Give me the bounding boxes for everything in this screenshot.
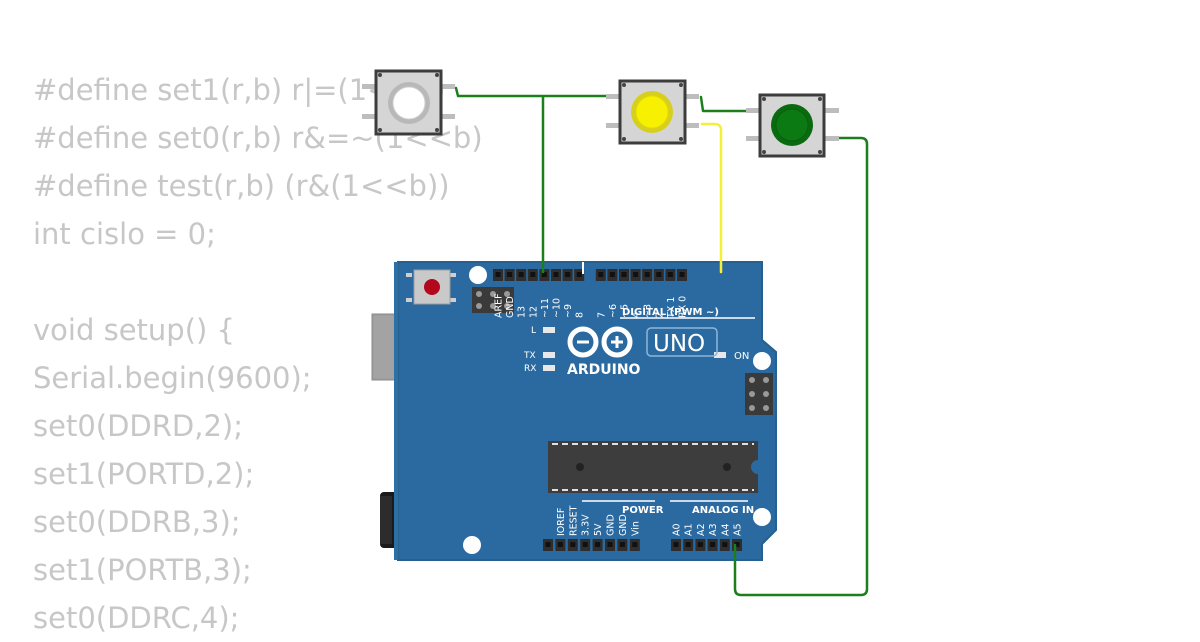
code-line: void setup() { xyxy=(33,313,235,347)
icsp-header-top xyxy=(472,287,514,313)
yellow-button-cap xyxy=(635,95,669,129)
white-pushbutton[interactable] xyxy=(362,69,455,136)
wire-yellow-button-to-green-button xyxy=(699,95,748,113)
onboard-leds: L TX RX ON xyxy=(523,326,749,374)
code-line: set1(PORTB,3); xyxy=(33,553,252,587)
pin-label: RESET xyxy=(568,505,579,536)
arduino-brand-label: ARDUINO xyxy=(567,362,641,378)
pin-label: 3.3V xyxy=(581,514,592,536)
power-section-label: POWER xyxy=(622,505,664,516)
wire-yellow-button-to-pin2 xyxy=(700,122,723,274)
led-tx-label: TX xyxy=(523,351,536,361)
pin-label: ~11 xyxy=(540,298,551,318)
pin-label: 8 xyxy=(575,312,586,318)
code-line: Serial.begin(9600); xyxy=(33,361,312,395)
pin-label: GND xyxy=(606,514,617,536)
code-listing: #define set1(r,b) r|=(1<<b)#define set0(… xyxy=(33,66,483,642)
pin-label: IOREF xyxy=(556,508,567,536)
pin-label: ~3 xyxy=(643,304,654,318)
wires[interactable] xyxy=(454,86,869,597)
pin-label: TX 1 xyxy=(666,297,677,319)
pin-label: A2 xyxy=(696,523,707,536)
on-led-label: ON xyxy=(734,351,749,362)
digital-header[interactable] xyxy=(493,269,687,281)
analog-section-label: ANALOG IN xyxy=(692,505,754,516)
pin-label: A3 xyxy=(708,523,719,536)
icsp-header-right xyxy=(745,373,773,415)
pin-label: 13 xyxy=(517,306,528,318)
green-button-cap xyxy=(775,108,809,142)
reset-button[interactable] xyxy=(406,269,456,305)
white-button-cap xyxy=(392,86,426,120)
yellow-pushbutton[interactable] xyxy=(606,79,699,145)
pin-label: 4 xyxy=(631,312,642,318)
pin-label: 5V xyxy=(593,523,604,536)
code-line: #define set0(r,b) r&=~(1<<b) xyxy=(33,121,483,155)
pin-label: ~6 xyxy=(608,304,619,318)
code-line: set0(DDRC,4); xyxy=(33,601,240,635)
pin-label: AREF xyxy=(494,293,505,318)
pin-label: ~5 xyxy=(620,304,631,318)
pin-label: 7 xyxy=(596,312,607,318)
wire-green-button-to-a4 xyxy=(733,136,869,597)
code-line: #define test(r,b) (r&(1<<b)) xyxy=(33,169,450,203)
code-line: int cislo = 0; xyxy=(33,217,216,251)
pin-label: 2 xyxy=(654,312,665,318)
pin-label: A4 xyxy=(720,523,731,536)
pin-label: GND xyxy=(505,296,516,318)
pin-label: RX 0 xyxy=(678,296,689,318)
led-rx-label: RX xyxy=(524,364,536,374)
pin-label: Vin xyxy=(630,521,641,536)
power-header[interactable] xyxy=(543,539,640,551)
pin-label: 12 xyxy=(528,306,539,318)
uno-model-label: UNO xyxy=(653,331,705,357)
pin-label: A1 xyxy=(684,523,695,536)
code-line: set0(DDRD,2); xyxy=(33,409,243,443)
code-line: set1(PORTD,2); xyxy=(33,457,255,491)
pin-label: A5 xyxy=(733,523,744,536)
green-pushbutton[interactable] xyxy=(746,93,839,158)
pin-label: A0 xyxy=(672,523,683,536)
atmega-chip xyxy=(548,441,758,493)
arduino-infinity-logo-icon xyxy=(567,326,633,358)
pin-label: ~9 xyxy=(563,304,574,318)
analog-header[interactable] xyxy=(671,539,742,551)
code-line: set0(DDRB,3); xyxy=(33,505,241,539)
led-l-label: L xyxy=(531,326,536,336)
pin-label: ~10 xyxy=(552,298,563,318)
pin-label: GND xyxy=(618,514,629,536)
digital-section-label: DIGITAL (PWM ~) xyxy=(622,307,719,318)
wire-white-button-to-gnd xyxy=(454,86,608,274)
